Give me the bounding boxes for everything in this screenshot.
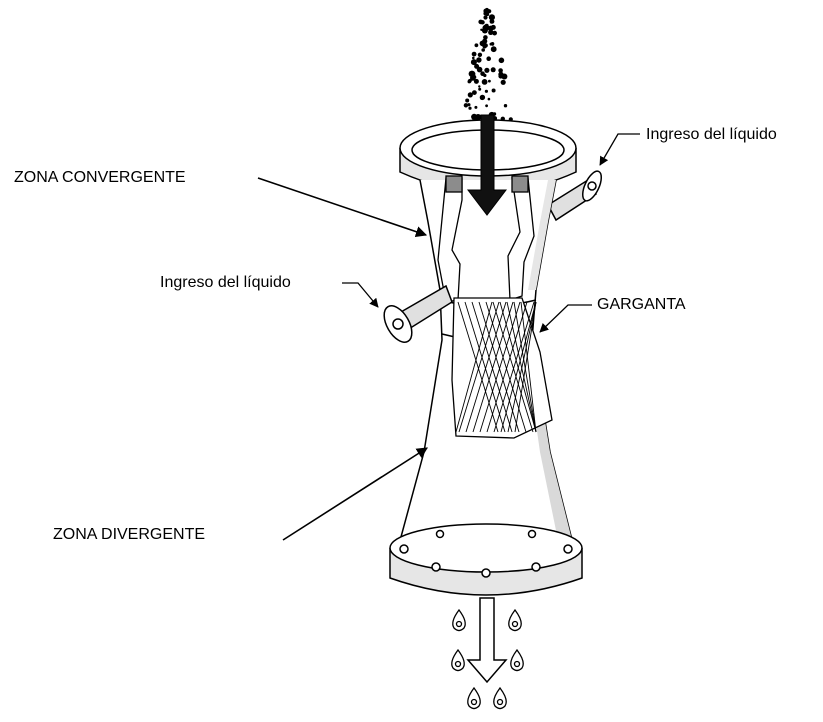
droplet: [511, 650, 523, 671]
particle: [482, 28, 488, 34]
particle: [467, 103, 470, 106]
particle: [486, 56, 491, 61]
particle: [498, 68, 503, 73]
particle: [482, 79, 488, 85]
particle: [485, 104, 488, 107]
droplet-core: [472, 700, 477, 705]
label-diverging-zone: ZONA DIVERGENTE: [53, 527, 205, 543]
label-liquid-inlet-right: Ingreso del líquido: [646, 127, 777, 143]
particle: [472, 52, 477, 57]
particle: [491, 42, 495, 46]
particle: [474, 64, 479, 69]
droplet: [509, 610, 521, 631]
particle: [476, 57, 481, 62]
droplet-core: [498, 700, 503, 705]
label-converging-zone: ZONA CONVERGENTE: [14, 170, 186, 186]
particle: [486, 12, 490, 16]
pointer-liquid-inlet-left: [342, 283, 378, 307]
particle: [491, 67, 496, 72]
particle: [487, 9, 490, 12]
particle: [475, 114, 481, 120]
particle: [483, 15, 487, 19]
particle: [475, 43, 479, 47]
particle: [478, 85, 480, 87]
droplet-core: [457, 622, 462, 627]
particle: [480, 71, 485, 76]
particle: [480, 97, 483, 100]
particle: [483, 41, 486, 44]
particle: [488, 26, 494, 32]
particle: [501, 80, 506, 85]
particle: [488, 98, 491, 101]
outlet-flow-arrow: [468, 598, 506, 682]
particle: [478, 53, 482, 57]
particle: [499, 58, 505, 64]
particle: [481, 48, 485, 52]
droplet-core: [513, 622, 518, 627]
particle: [489, 14, 495, 20]
particle: [482, 44, 486, 48]
droplet-core: [456, 662, 461, 667]
particle: [472, 75, 476, 79]
particle: [468, 107, 471, 110]
particle: [485, 90, 488, 93]
particle: [472, 57, 475, 60]
label-throat: GARGANTA: [597, 297, 686, 313]
particle: [491, 46, 497, 52]
droplet: [468, 688, 480, 709]
droplet: [494, 688, 506, 709]
particle: [474, 79, 479, 84]
particle: [474, 106, 477, 109]
particle: [472, 90, 477, 95]
particle: [482, 21, 485, 24]
particle: [484, 68, 489, 73]
particle: [492, 89, 496, 93]
particle: [491, 20, 494, 23]
label-liquid-inlet-left: Ingreso del líquido: [160, 275, 291, 291]
droplet: [453, 610, 465, 631]
pointer-throat: [540, 305, 592, 332]
particle: [465, 99, 469, 103]
droplet: [452, 650, 464, 671]
particle: [478, 88, 481, 91]
pointer-converging-zone: [258, 178, 426, 235]
throat-cutaway: [452, 298, 552, 438]
droplet-core: [515, 662, 520, 667]
particle: [504, 104, 507, 107]
particle: [492, 31, 497, 36]
particle: [488, 80, 491, 83]
pointer-liquid-inlet-right: [600, 134, 640, 165]
particle: [468, 79, 472, 83]
outlet-flange: [390, 524, 582, 595]
